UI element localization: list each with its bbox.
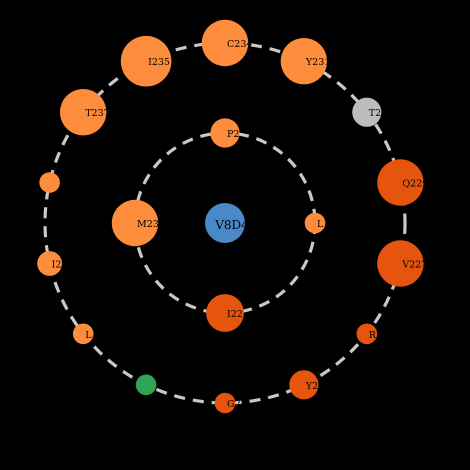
- outer-node-circle[interactable]: [39, 172, 60, 193]
- outer-node[interactable]: [39, 172, 60, 193]
- outer-node[interactable]: Y2: [289, 370, 319, 400]
- outer-node-label: T2: [369, 108, 381, 119]
- inner-node-circle[interactable]: [304, 212, 326, 234]
- outer-node-circle[interactable]: [377, 240, 424, 287]
- inner-node-label: P2: [227, 129, 239, 140]
- outer-node[interactable]: V227: [377, 240, 427, 287]
- outer-node-label: Q229: [402, 179, 428, 190]
- outer-node-label: T237: [85, 108, 109, 119]
- outer-node[interactable]: T237: [59, 89, 110, 136]
- inner-node-label: L: [317, 219, 324, 230]
- inner-node[interactable]: M236: [111, 199, 165, 247]
- inner-node[interactable]: P2: [210, 118, 240, 148]
- outer-node-circle[interactable]: [289, 370, 319, 400]
- outer-node[interactable]: Y231: [280, 38, 331, 85]
- center-node[interactable]: V8D4: [205, 203, 249, 243]
- outer-node[interactable]: R: [356, 323, 378, 345]
- outer-node[interactable]: C234: [201, 19, 253, 67]
- outer-node-circle[interactable]: [280, 38, 328, 85]
- outer-node-label: V227: [401, 260, 427, 271]
- outer-node-circle[interactable]: [135, 374, 157, 396]
- outer-node-circle[interactable]: [120, 35, 172, 87]
- inner-node-circle[interactable]: [210, 118, 240, 148]
- inner-node-circle[interactable]: [111, 199, 159, 247]
- outer-node-circle[interactable]: [352, 97, 382, 127]
- outer-node[interactable]: I2: [37, 251, 62, 276]
- outer-node-label: L: [85, 330, 92, 341]
- inner-node-label: I22: [227, 309, 243, 320]
- outer-node-circle[interactable]: [377, 159, 424, 206]
- outer-node-circle[interactable]: [214, 392, 236, 414]
- outer-node-label: I235: [148, 57, 170, 68]
- outer-node-circle[interactable]: [37, 251, 62, 276]
- outer-node-label: Y2: [305, 381, 318, 392]
- outer-node-label: G2: [227, 399, 241, 410]
- outer-node[interactable]: [135, 374, 157, 396]
- center-node-circle[interactable]: [205, 203, 245, 243]
- outer-node-label: I2: [52, 260, 62, 271]
- outer-node-label: R: [369, 330, 377, 341]
- outer-node-circle[interactable]: [59, 89, 107, 136]
- inner-node-label: M236: [137, 219, 165, 230]
- outer-node[interactable]: G2: [214, 392, 241, 414]
- outer-node[interactable]: Q229: [377, 159, 428, 206]
- outer-node-label: C234: [227, 39, 252, 50]
- outer-node-circle[interactable]: [201, 19, 249, 67]
- outer-node-label: Y231: [305, 57, 330, 68]
- inner-node[interactable]: L: [304, 212, 326, 234]
- inner-node[interactable]: I22: [206, 294, 244, 332]
- outer-ring: [43, 41, 407, 405]
- outer-node[interactable]: L: [72, 323, 94, 345]
- outer-node-circle[interactable]: [72, 323, 94, 345]
- outer-node[interactable]: I235: [120, 35, 172, 87]
- outer-node[interactable]: T2: [352, 97, 382, 127]
- inner-node-circle[interactable]: [206, 294, 244, 332]
- outer-node-circle[interactable]: [356, 323, 378, 345]
- center-node-label: V8D4: [214, 218, 249, 232]
